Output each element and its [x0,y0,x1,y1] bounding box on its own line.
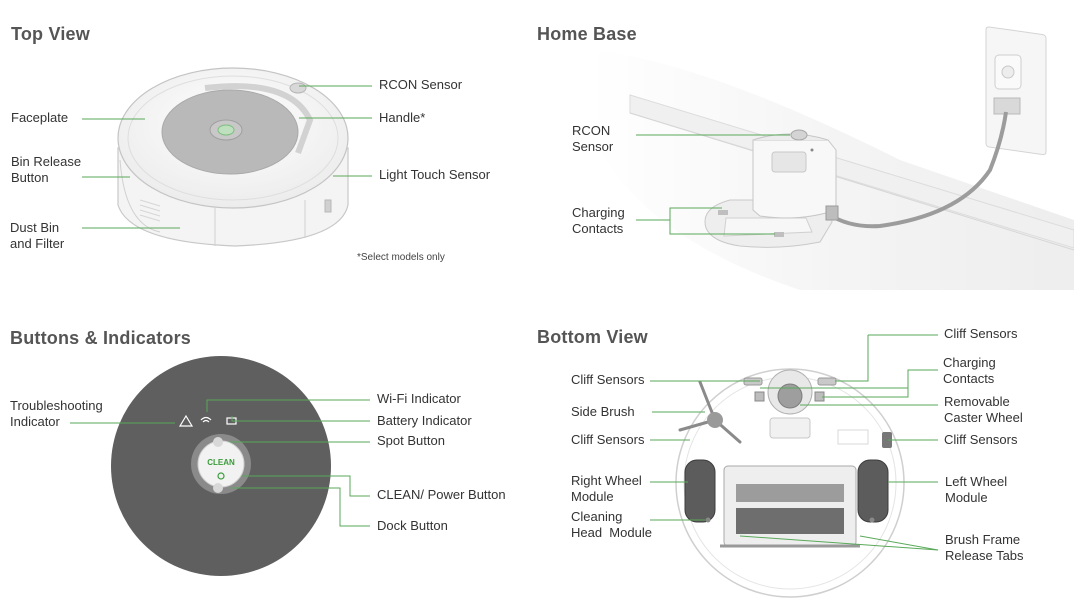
label-right-wheel-line2: Module [571,489,614,504]
label-bottom-cliff-sensors-top-right: Cliff Sensors [944,326,1018,341]
label-home-base-rcon-sensor: RCON Sensor [572,123,613,155]
label-light-touch-sensor: Light Touch Sensor [379,167,491,182]
label-caster-line2: Caster Wheel [944,410,1023,425]
label-dust-bin-line1: Dust Bin [10,220,60,235]
heading-top-view: Top View [11,24,90,44]
label-bottom-cliff-sensors-left-mid: Cliff Sensors [571,432,645,447]
label-bottom-cliff-sensors-right-mid: Cliff Sensors [944,432,1018,447]
label-bottom-charging-line2: Contacts [943,371,995,386]
label-bin-release-button: Bin Release Button [11,154,81,186]
heading-home-base: Home Base [537,24,637,44]
label-troubleshooting-line1: Troubleshooting [10,398,103,413]
note-select-models: *Select models only [357,252,445,263]
label-left-wheel-line2: Module [945,490,988,505]
label-rcon-sensor: RCON Sensor [379,77,463,92]
label-brush-frame-release-tabs: Brush Frame Release Tabs [945,532,1024,564]
label-bottom-charging-line1: Charging [943,355,996,370]
label-home-base-charging-contacts: Charging Contacts [572,205,625,237]
label-bin-release-line1: Bin Release [11,154,82,169]
label-home-rcon-line1: RCON [572,123,611,138]
label-spot-button: Spot Button [377,433,445,448]
home-base-illustration [590,26,1074,290]
label-handle: Handle* [379,110,426,125]
label-right-wheel-module: Right Wheel Module [571,473,642,505]
label-clean-power-button: CLEAN/ Power Button [377,487,506,502]
label-removable-caster-wheel: Removable Caster Wheel [944,394,1023,426]
bottom-view-robot-illustration [675,368,905,598]
label-bin-release-line2: Button [11,170,49,185]
label-dock-button: Dock Button [377,518,448,533]
label-brush-frame-line1: Brush Frame [945,532,1021,547]
label-cleaning-head-line1: Cleaning [571,509,623,524]
label-left-wheel-module: Left Wheel Module [945,474,1007,506]
label-dust-bin-filter: Dust Bin and Filter [10,220,64,252]
leader-lines [70,85,939,551]
label-cleaning-head-line2: Head Module [571,525,652,540]
label-home-charging-line2: Contacts [572,221,624,236]
heading-bottom-view: Bottom View [537,327,648,347]
label-home-charging-line1: Charging [572,205,625,220]
label-troubleshooting-indicator: Troubleshooting Indicator [10,398,103,430]
label-home-rcon-line2: Sensor [572,139,614,154]
heading-buttons-indicators: Buttons & Indicators [10,328,192,348]
label-cleaning-head-module: Cleaning Head Module [571,509,652,541]
label-left-wheel-line1: Left Wheel [945,474,1008,489]
buttons-panel-illustration [111,356,331,576]
label-troubleshooting-line2: Indicator [10,414,60,429]
label-battery-indicator: Battery Indicator [377,413,472,428]
top-view-robot-illustration [117,67,349,247]
label-caster-line1: Removable [944,394,1010,409]
label-brush-frame-line2: Release Tabs [945,548,1024,563]
clean-button-text: CLEAN [207,458,235,467]
label-right-wheel-line1: Right Wheel [571,473,642,488]
label-bottom-cliff-sensors-left-top: Cliff Sensors [571,372,645,387]
label-bottom-charging-contacts: Charging Contacts [943,355,996,387]
label-faceplate: Faceplate [11,110,69,125]
label-side-brush: Side Brush [571,404,635,419]
label-dust-bin-line2: and Filter [10,236,65,251]
label-wifi-indicator: Wi-Fi Indicator [377,391,461,406]
